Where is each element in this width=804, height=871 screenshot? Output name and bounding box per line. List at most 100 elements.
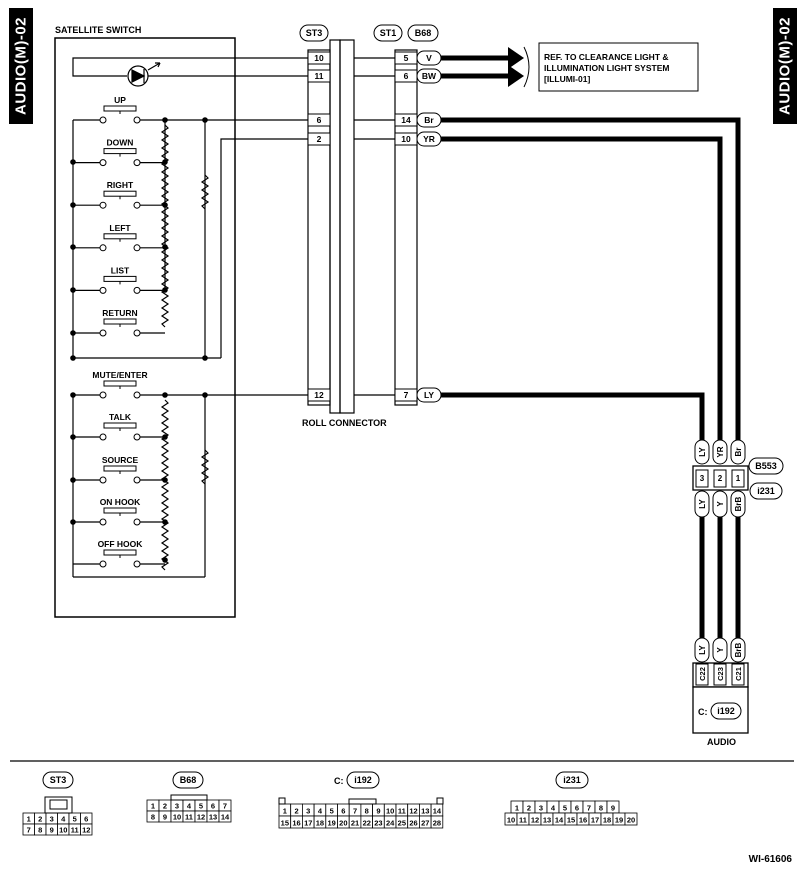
audio-wire-color: BrB bbox=[734, 642, 743, 657]
legend-pin-cell: 13 bbox=[540, 812, 554, 826]
legend-pin-cell: 25 bbox=[395, 815, 409, 829]
wire-color-label: V bbox=[426, 53, 432, 63]
legend-pin-number: 10 bbox=[59, 826, 67, 835]
legend-pin-cell: 19 bbox=[325, 815, 338, 829]
switch-label: OFF HOOK bbox=[98, 539, 144, 549]
legend-pin-cell: 14 bbox=[218, 810, 232, 823]
legend-pin-cell: 1 bbox=[146, 799, 160, 812]
legend-pin-cell: 1 bbox=[22, 812, 35, 825]
legend-pin-number: 17 bbox=[591, 816, 599, 825]
legend-i192-prefix: C: bbox=[334, 776, 344, 786]
legend-pin-number: 23 bbox=[374, 819, 382, 828]
st1-pin-number: 5 bbox=[404, 53, 409, 63]
b553-bottom-tag: BrB bbox=[730, 490, 746, 518]
switch-label: LIST bbox=[111, 265, 130, 275]
legend-pin-cell: 9 bbox=[372, 803, 385, 817]
legend-pin-number: 8 bbox=[38, 826, 42, 835]
legend-pin-cell: 3 bbox=[301, 803, 315, 817]
legend-pin-cell: 4 bbox=[182, 799, 196, 812]
st3-pin: 10 bbox=[307, 51, 331, 65]
legend-pin-cell: 6 bbox=[337, 803, 350, 817]
st3-pin-number: 2 bbox=[317, 134, 322, 144]
audio-pin: C21 bbox=[731, 663, 745, 686]
legend-pin-number: 2 bbox=[38, 815, 42, 824]
wire-tag: LY bbox=[416, 387, 442, 403]
legend-pin-number: 5 bbox=[199, 802, 203, 811]
b553-bubble: B553 bbox=[748, 457, 784, 475]
legend-pin-cell: 18 bbox=[600, 812, 614, 826]
switch-group-bottom bbox=[72, 394, 308, 578]
legend-pin-number: 15 bbox=[281, 819, 289, 828]
switch-label: RIGHT bbox=[107, 180, 134, 190]
svg-text:B68: B68 bbox=[180, 775, 197, 785]
switch-talk: TALK bbox=[73, 412, 165, 441]
legend-pin-number: 2 bbox=[294, 807, 298, 816]
svg-text:i231: i231 bbox=[757, 486, 775, 496]
b553-pin: 2 bbox=[713, 469, 727, 488]
legend-pin-cell: 2 bbox=[34, 812, 47, 825]
svg-text:B553: B553 bbox=[755, 461, 777, 471]
legend-pin-number: 6 bbox=[84, 815, 88, 824]
legend-pin-cell: 9 bbox=[606, 800, 620, 814]
legend-pin-number: 13 bbox=[543, 816, 551, 825]
legend-pin-number: 3 bbox=[306, 807, 310, 816]
legend-pin-number: 10 bbox=[507, 816, 515, 825]
legend-pin-number: 12 bbox=[197, 813, 205, 822]
legend-pin-cell: 8 bbox=[594, 800, 608, 814]
legend-i231-bubble: i231 bbox=[555, 771, 589, 789]
st1-pin: 7 bbox=[394, 388, 418, 402]
legend-pin-number: 25 bbox=[398, 819, 406, 828]
st1-pin: 14 bbox=[394, 113, 418, 127]
st3-pin: 12 bbox=[307, 388, 331, 402]
b68-bubble: B68 bbox=[407, 24, 439, 42]
wire-tag: YR bbox=[416, 131, 442, 147]
legend-pin-cell: 11 bbox=[395, 803, 409, 817]
switch-label: ON HOOK bbox=[100, 497, 141, 507]
legend-pin-number: 3 bbox=[539, 804, 543, 813]
st3-pin-number: 10 bbox=[314, 53, 324, 63]
legend-pin-cell: 5 bbox=[68, 812, 81, 825]
legend-pin-number: 4 bbox=[551, 804, 556, 813]
legend-pin-number: 13 bbox=[421, 807, 429, 816]
audio-label: AUDIO bbox=[707, 737, 736, 747]
b553-pin-number: 2 bbox=[718, 474, 723, 483]
legend-pin-number: 11 bbox=[185, 813, 193, 822]
legend-pin-number: 5 bbox=[563, 804, 567, 813]
legend-i192-bubble: i192 bbox=[346, 771, 380, 789]
legend-pin-number: 3 bbox=[50, 815, 54, 824]
audio-color-tag: BrB bbox=[730, 637, 746, 663]
audio-color-tag: LY bbox=[694, 637, 710, 663]
b553-top-color: YR bbox=[716, 446, 725, 457]
legend-pin-cell: 2 bbox=[158, 799, 172, 812]
switch-on-hook: ON HOOK bbox=[73, 497, 165, 526]
st3-pin: 6 bbox=[307, 113, 331, 127]
legend-pin-number: 3 bbox=[175, 802, 179, 811]
legend-pin-cell: 16 bbox=[290, 815, 303, 829]
b553-pin-number: 1 bbox=[736, 474, 741, 483]
legend-pin-cell: 12 bbox=[194, 810, 208, 823]
switch-label: MUTE/ENTER bbox=[92, 370, 147, 380]
arrow-v bbox=[508, 47, 524, 69]
legend-pin-cell: 8 bbox=[34, 823, 47, 836]
ref-note-line2: ILLUMINATION LIGHT SYSTEM bbox=[544, 63, 669, 73]
legend-pin-number: 6 bbox=[575, 804, 579, 813]
legend-pin-cell: 26 bbox=[407, 815, 420, 829]
legend-pin-number: 12 bbox=[82, 826, 90, 835]
b553-top-tag: LY bbox=[694, 439, 710, 465]
legend-pin-cell: 13 bbox=[418, 803, 432, 817]
legend-pin-number: 26 bbox=[409, 819, 417, 828]
b553-pin-number: 3 bbox=[700, 474, 705, 483]
legend-pin-number: 14 bbox=[221, 813, 230, 822]
legend-pin-cell: 7 bbox=[22, 823, 35, 836]
b553-bottom-color: LY bbox=[698, 499, 707, 509]
legend-pin-number: 4 bbox=[61, 815, 66, 824]
legend-pin-number: 21 bbox=[351, 819, 359, 828]
wire-color-label: LY bbox=[424, 390, 434, 400]
